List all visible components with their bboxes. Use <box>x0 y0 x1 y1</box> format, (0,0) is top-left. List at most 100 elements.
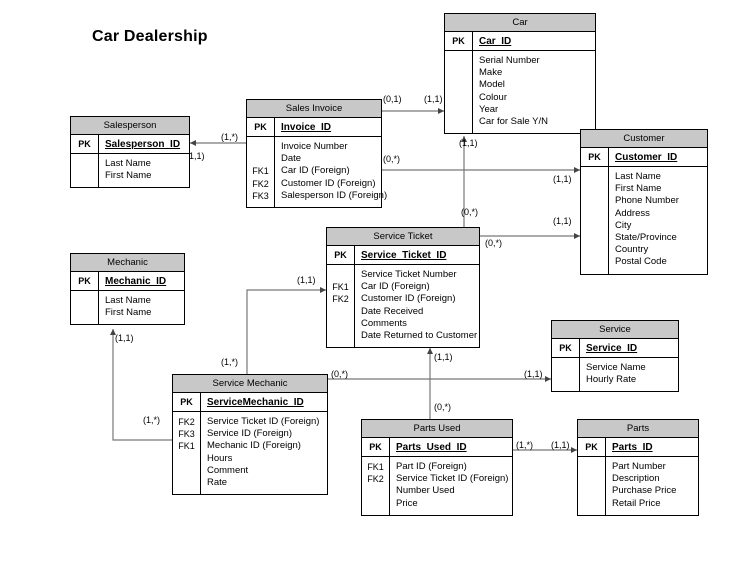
entity-service[interactable]: Service PK Service_ID - Service Name Hou… <box>551 320 679 393</box>
entity-service-ticket-pk-row: PK Service_Ticket_ID <box>327 246 479 265</box>
entity-mechanic[interactable]: Mechanic PK Mechanic_ID - Last Name Firs… <box>70 253 185 326</box>
attr: City <box>615 219 632 231</box>
cardinality-servicemech-mechanic-target: (1,*) <box>143 415 161 425</box>
entity-service-mechanic-title: Service Mechanic <box>173 375 327 393</box>
attr: Service ID (Foreign) <box>207 428 292 440</box>
attr: Number Used <box>396 485 455 497</box>
cardinality-partsused-parts-source: (1,*) <box>516 440 534 450</box>
entity-parts-title: Parts <box>578 420 698 438</box>
entity-customer-title: Customer <box>581 130 707 148</box>
fk-tag: FK2 <box>367 474 384 485</box>
cardinality-partsused-parts-target: (1,1) <box>551 440 570 450</box>
cardinality-ticket-customer-source: (0,*) <box>485 238 503 248</box>
entity-service-mechanic-pk-name: ServiceMechanic_ID <box>207 396 304 408</box>
attr: Retail Price <box>612 497 661 509</box>
attr: Date Received <box>361 305 424 317</box>
entity-service-mechanic-pk-tag: PK <box>173 393 201 411</box>
cardinality-invoice-salesperson-source: (1,*) <box>221 132 239 142</box>
entity-customer-pk-tag: PK <box>581 148 609 166</box>
fk-tag: FK2 <box>178 417 195 427</box>
entity-sales-invoice-pk-name: Invoice_ID <box>281 121 332 133</box>
entity-sales-invoice[interactable]: Sales Invoice PK Invoice_ID - - FK1 FK2 … <box>246 99 387 209</box>
entity-sales-invoice-pk-tag: PK <box>247 118 275 136</box>
attr: Car ID (Foreign) <box>281 165 350 177</box>
entity-service-pk-tag: PK <box>552 339 580 357</box>
entity-parts-pk-name: Parts_ID <box>612 441 653 453</box>
connector-servicemech-mechanic <box>110 329 172 441</box>
entity-service-ticket-title: Service Ticket <box>327 228 479 246</box>
page-title: Car Dealership <box>92 28 208 45</box>
attr: First Name <box>105 170 152 182</box>
attr: Last Name <box>105 158 151 169</box>
entity-salesperson[interactable]: Salesperson PK Salesperson_ID - Last Nam… <box>70 116 190 189</box>
entity-service-ticket-fk-col: - FK1 FK2 <box>327 265 355 348</box>
entity-salesperson-pk-tag: PK <box>71 135 99 153</box>
entity-service-attr-col: Service Name Hourly Rate <box>580 358 678 391</box>
attr: Colour <box>479 91 507 103</box>
entity-service-pk-name: Service_ID <box>586 342 638 354</box>
attr: Model <box>479 79 505 91</box>
entity-sales-invoice-attr-col: Invoice Number Date Car ID (Foreign) Cus… <box>275 137 391 207</box>
fk-tag: FK1 <box>332 282 349 293</box>
cardinality-invoice-car-source: (0,1) <box>383 94 402 104</box>
entity-mechanic-attr-col: Last Name First Name <box>99 291 184 324</box>
entity-customer-attr-col: Last Name First Name Phone Number Addres… <box>609 167 707 274</box>
entity-car-pk-tag: PK <box>445 32 473 50</box>
attr: Part ID (Foreign) <box>396 461 467 472</box>
entity-parts-used[interactable]: Parts Used PK Parts_Used_ID FK1 FK2 Part… <box>361 419 513 516</box>
attr: Last Name <box>105 295 151 306</box>
entity-parts-pk-row: PK Parts_ID <box>578 438 698 457</box>
entity-service-title: Service <box>552 321 678 339</box>
entity-salesperson-pk-name: Salesperson_ID <box>105 138 181 150</box>
attr: Rate <box>207 477 228 489</box>
entity-customer[interactable]: Customer PK Customer_ID - Last Name Firs… <box>580 129 708 275</box>
connector-servicemech-ticket <box>246 287 326 381</box>
entity-parts-attr-col: Part Number Description Purchase Price R… <box>606 457 698 515</box>
attr: Customer ID (Foreign) <box>281 177 376 189</box>
entity-parts-used-fk-col: FK1 FK2 <box>362 457 390 515</box>
fk-tag: FK3 <box>178 429 195 440</box>
attr: Year <box>479 103 499 115</box>
entity-salesperson-title: Salesperson <box>71 117 189 135</box>
entity-car-pk-name: Car_ID <box>479 35 512 47</box>
attr: Invoice Number <box>281 141 348 152</box>
attr: Customer ID (Foreign) <box>361 293 456 305</box>
attr: Car for Sale Y/N <box>479 116 548 128</box>
attr: First Name <box>615 183 662 195</box>
attr: Service Ticket ID (Foreign) <box>396 473 509 485</box>
fk-tag: FK1 <box>367 462 384 472</box>
entity-parts-used-attrs: FK1 FK2 Part ID (Foreign) Service Ticket… <box>362 457 512 515</box>
entity-service-fk-col: - <box>552 358 580 392</box>
entity-salesperson-pk-row: PK Salesperson_ID <box>71 135 189 154</box>
cardinality-partsused-ticket-source: (0,*) <box>434 402 452 412</box>
cardinality-invoice-car-target: (1,1) <box>424 94 443 104</box>
entity-salesperson-fk-col: - <box>71 154 99 188</box>
fk-tag: FK1 <box>252 166 269 177</box>
entity-sales-invoice-pk-row: PK Invoice_ID <box>247 118 381 137</box>
attr: Serial Number <box>479 55 540 66</box>
attr: First Name <box>105 307 152 319</box>
entity-customer-pk-row: PK Customer_ID <box>581 148 707 167</box>
entity-mechanic-title: Mechanic <box>71 254 184 272</box>
entity-parts-used-attr-col: Part ID (Foreign) Service Ticket ID (For… <box>390 457 512 515</box>
fk-tag: FK1 <box>178 441 195 452</box>
fk-tag: FK2 <box>332 294 349 305</box>
attr: Mechanic ID (Foreign) <box>207 440 301 452</box>
entity-service-ticket-pk-name: Service_Ticket_ID <box>361 249 447 261</box>
attr: State/Province <box>615 232 677 244</box>
entity-service-attrs: - Service Name Hourly Rate <box>552 358 678 392</box>
entity-service-mechanic-attrs: FK2 FK3 FK1 Service Ticket ID (Foreign) … <box>173 412 327 495</box>
entity-salesperson-attrs: - Last Name First Name <box>71 154 189 188</box>
entity-parts[interactable]: Parts PK Parts_ID - Part Number Descript… <box>577 419 699 516</box>
entity-sales-invoice-title: Sales Invoice <box>247 100 381 118</box>
attr: Phone Number <box>615 195 679 207</box>
attr: Date Returned to Customer <box>361 330 478 342</box>
entity-service-mechanic-pk-row: PK ServiceMechanic_ID <box>173 393 327 412</box>
attr: Hourly Rate <box>586 374 637 386</box>
entity-service-ticket[interactable]: Service Ticket PK Service_Ticket_ID - FK… <box>326 227 480 349</box>
entity-car[interactable]: Car PK Car_ID - Serial Number Make Model… <box>444 13 596 135</box>
attr: Service Ticket ID (Foreign) <box>207 416 320 427</box>
cardinality-invoice-salesperson-target: (1,1) <box>186 151 205 161</box>
attr: Service Ticket Number <box>361 269 457 280</box>
entity-service-mechanic[interactable]: Service Mechanic PK ServiceMechanic_ID F… <box>172 374 328 496</box>
